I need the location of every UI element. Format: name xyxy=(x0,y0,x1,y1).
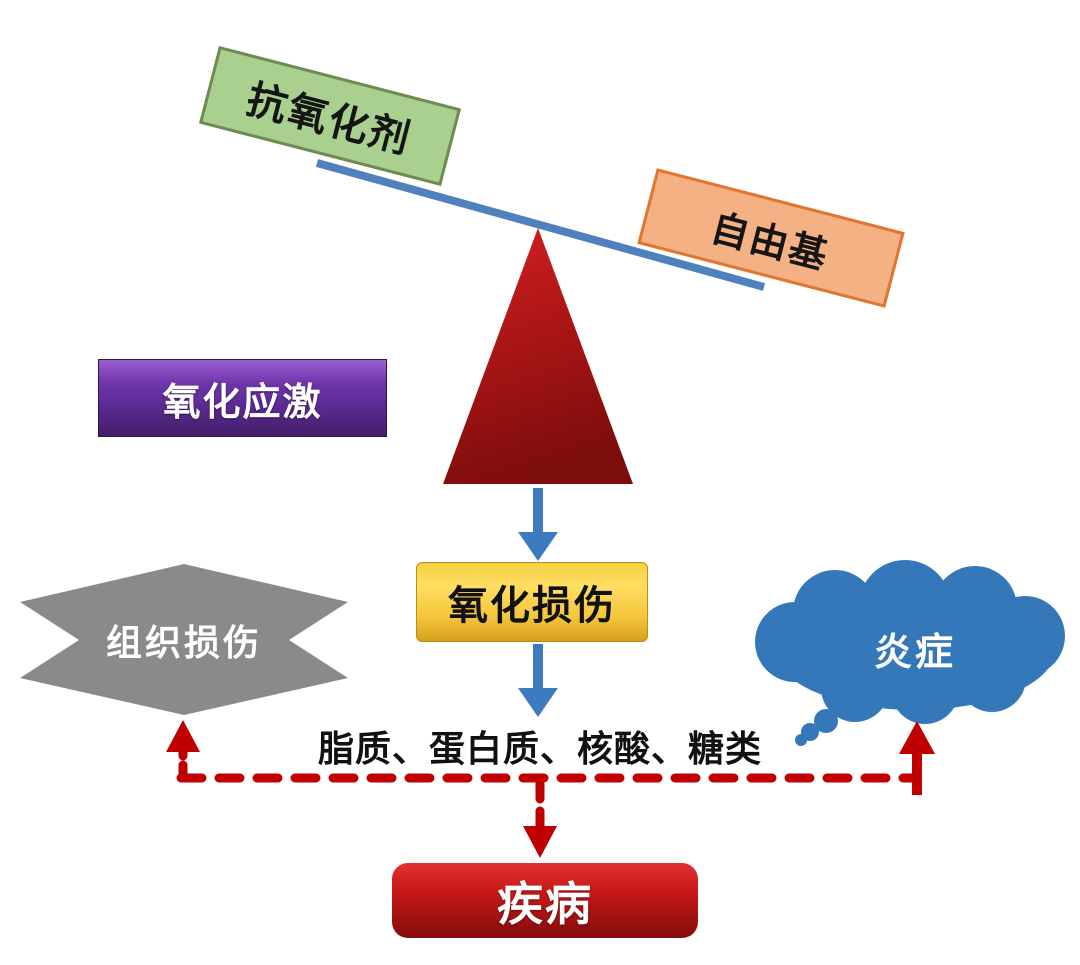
tissue-damage-label-wrap: 组织损伤 xyxy=(64,612,304,668)
fulcrum-triangle xyxy=(443,228,633,484)
disease-box: 疾病 xyxy=(392,863,698,938)
arrow-to-disease xyxy=(523,779,557,858)
oxidative-stress-label: 氧化应激 xyxy=(162,379,323,424)
arrow-to-substrates xyxy=(518,644,558,717)
substrates-text-wrap: 脂质、蛋白质、核酸、糖类 xyxy=(0,722,1080,770)
antioxidant-box: 抗氧化剂 xyxy=(198,45,462,187)
inflammation-label: 炎症 xyxy=(873,629,956,674)
substrates-text: 脂质、蛋白质、核酸、糖类 xyxy=(317,729,762,770)
antioxidant-label: 抗氧化剂 xyxy=(241,76,417,164)
inflammation-label-wrap: 炎症 xyxy=(805,620,1025,676)
tissue-damage-label: 组织损伤 xyxy=(105,623,262,664)
arrow-to-oxidative-damage xyxy=(518,488,558,561)
free-radical-box: 自由基 xyxy=(637,168,905,308)
oxidative-stress-box: 氧化应激 xyxy=(98,359,387,437)
disease-label: 疾病 xyxy=(497,876,593,931)
free-radical-label: 自由基 xyxy=(706,205,834,278)
oxidative-damage-box: 氧化损伤 xyxy=(416,562,648,642)
oxidative-damage-label: 氧化损伤 xyxy=(448,583,616,629)
